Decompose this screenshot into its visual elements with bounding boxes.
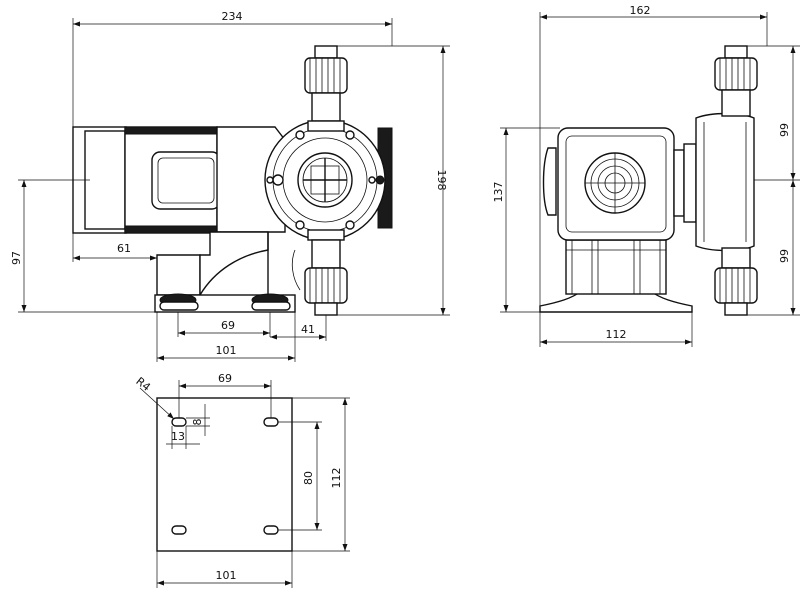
dim-plan-corner-radius: R4 (133, 375, 153, 394)
plan-view (156, 397, 293, 552)
dim-plan-depth: 112 (330, 468, 343, 489)
inlet-fitting-top (314, 45, 338, 59)
side-base (539, 291, 693, 313)
dim-plan-hole-spacing-x: 69 (218, 372, 232, 385)
side-pedestal (565, 239, 667, 295)
mounting-slot-top-right (263, 417, 279, 427)
side-view-dimensions: 162 137 99 99 112 (492, 4, 800, 347)
inlet-nut-top (304, 57, 348, 94)
dim-center-height: 97 (10, 251, 23, 265)
outlet-fitting-bottom (314, 302, 338, 316)
outlet-nut-bottom (304, 267, 348, 304)
front-view (72, 45, 393, 316)
front-view-dimensions: 234 198 97 61 69 41 101 (10, 10, 450, 362)
dim-side-width: 162 (630, 4, 651, 17)
dim-plan-slot-length: 13 (171, 430, 185, 443)
dim-side-upper: 99 (778, 123, 791, 137)
dim-side-center-height: 137 (492, 182, 505, 203)
dim-plan-width: 101 (216, 569, 237, 582)
pump-pedestal (199, 231, 269, 298)
dim-overall-width: 234 (222, 10, 243, 23)
dim-offset-front: 41 (301, 323, 315, 336)
plan-view-dimensions: 69 R4 13 8 80 112 101 (133, 372, 350, 588)
dim-plan-hole-spacing-y: 80 (302, 471, 315, 485)
dim-overall-height: 198 (435, 170, 448, 191)
dim-motor-length: 61 (117, 242, 131, 255)
dim-side-lower: 99 (778, 249, 791, 263)
dim-base-width-front: 101 (216, 344, 237, 357)
dim-plan-slot-width: 8 (191, 419, 204, 426)
dim-hole-spacing-front: 69 (221, 319, 235, 332)
dim-side-base-width: 112 (606, 328, 627, 341)
motor-terminal-box (151, 151, 221, 210)
side-view (539, 45, 758, 316)
mounting-slot-bottom-right (263, 525, 279, 535)
mounting-slot-bottom-left (171, 525, 187, 535)
side-pump-head (695, 112, 755, 252)
mounting-slot-top-left (171, 417, 187, 427)
